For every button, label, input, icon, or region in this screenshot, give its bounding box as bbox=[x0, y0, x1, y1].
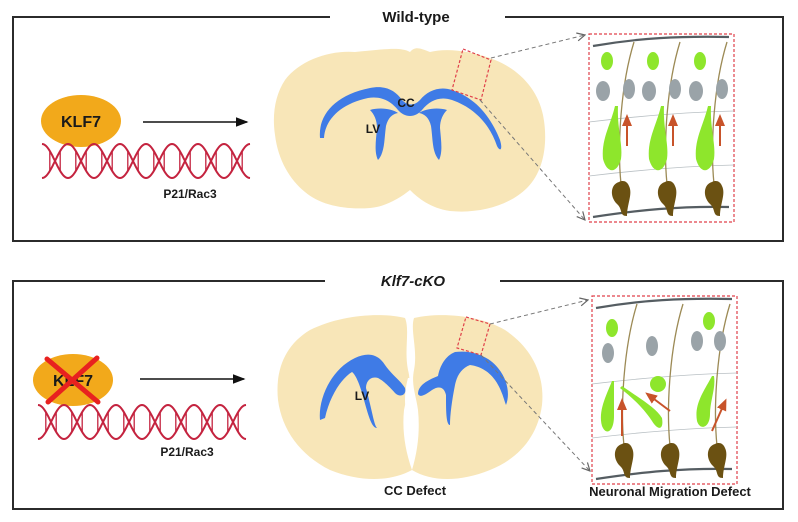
neuron-cell bbox=[703, 312, 715, 330]
cortex-inset-wild-type bbox=[588, 33, 735, 223]
brain-hemisphere-right bbox=[412, 315, 543, 479]
label-cc: CC bbox=[397, 96, 415, 110]
gray-cell bbox=[646, 336, 658, 356]
projection-line-bottom bbox=[480, 354, 590, 471]
panel-klf7-cko: Klf7-cKO KLF7 P21/Rac3 LV CC Defect Neur… bbox=[12, 273, 784, 510]
gray-cell bbox=[596, 81, 610, 101]
label-lv: LV bbox=[355, 389, 369, 403]
gray-cell bbox=[623, 79, 635, 99]
klf7-protein bbox=[41, 95, 121, 147]
layer-boundary bbox=[591, 426, 738, 439]
radial-fiber bbox=[667, 303, 684, 447]
cortex-inset-klf7-cko bbox=[591, 295, 738, 485]
panel-title: Wild-type bbox=[382, 9, 449, 26]
panel-frame bbox=[12, 16, 784, 242]
migrating-neuron bbox=[602, 106, 622, 171]
pial-surface bbox=[592, 35, 730, 48]
dna-strand bbox=[41, 142, 251, 180]
gray-cell bbox=[691, 331, 703, 351]
brain-outline bbox=[273, 48, 546, 212]
panel-frame bbox=[12, 280, 784, 510]
radial-glia-cell bbox=[611, 181, 631, 216]
projection-line-bottom bbox=[479, 99, 585, 220]
gray-cell bbox=[642, 81, 656, 101]
neuron-cell bbox=[606, 319, 618, 337]
migrating-neuron bbox=[696, 376, 715, 427]
gray-cell bbox=[602, 343, 614, 363]
dna-strand bbox=[37, 403, 247, 441]
zoom-region-box bbox=[451, 48, 492, 101]
gene-label: P21/Rac3 bbox=[160, 445, 214, 459]
lateral-ventricle-right bbox=[419, 108, 447, 160]
gray-cell bbox=[669, 79, 681, 99]
radial-glia-cell bbox=[614, 443, 634, 478]
pial-surface bbox=[595, 297, 733, 310]
neuron-cell bbox=[647, 52, 659, 70]
layer-boundary bbox=[588, 164, 735, 177]
brain-hemisphere-left bbox=[277, 315, 412, 479]
lateral-ventricle-left bbox=[319, 354, 406, 428]
radial-fiber bbox=[714, 303, 731, 447]
dna-strand bbox=[41, 142, 251, 180]
gene-label: P21/Rac3 bbox=[163, 187, 217, 201]
gray-cell bbox=[689, 81, 703, 101]
migrating-neuron bbox=[695, 106, 715, 171]
deletion-cross-icon bbox=[44, 355, 101, 405]
radial-glia-cell bbox=[657, 181, 677, 216]
white-gap bbox=[405, 378, 412, 420]
gray-cell bbox=[716, 79, 728, 99]
lateral-ventricle-left bbox=[370, 108, 398, 160]
inset-caption: Neuronal Migration Defect bbox=[589, 484, 751, 499]
radial-fiber bbox=[618, 41, 635, 185]
radial-fiber bbox=[664, 41, 681, 185]
panel-wild-type: Wild-type KLF7 P21/Rac3 CC LV bbox=[12, 9, 784, 242]
radial-glia-cell bbox=[660, 443, 680, 478]
migrating-neuron bbox=[648, 106, 668, 171]
migration-arrow bbox=[645, 392, 671, 412]
brain-caption: CC Defect bbox=[384, 483, 447, 498]
dna-strand bbox=[37, 403, 247, 441]
radial-fiber bbox=[711, 41, 728, 185]
label-lv: LV bbox=[366, 122, 380, 136]
brain-section-klf7-cko: LV CC Defect bbox=[277, 315, 543, 498]
neuron-cell bbox=[650, 376, 666, 392]
panel-title: Klf7-cKO bbox=[381, 273, 446, 290]
gray-cell bbox=[714, 331, 726, 351]
protein-label: KLF7 bbox=[61, 114, 101, 131]
migrating-neuron bbox=[620, 386, 663, 428]
neuron-cell bbox=[694, 52, 706, 70]
migration-arrow bbox=[711, 398, 727, 432]
projection-line-top bbox=[490, 35, 585, 59]
radial-glia-cell bbox=[704, 181, 724, 216]
radial-glia-cell bbox=[707, 443, 727, 478]
brain-section-wild-type: CC LV bbox=[273, 48, 546, 212]
layer-boundary bbox=[591, 372, 738, 385]
migrating-neuron bbox=[600, 381, 614, 432]
dna-helix bbox=[37, 403, 247, 441]
lateral-ventricle-right bbox=[418, 351, 508, 425]
dna-helix bbox=[41, 142, 251, 180]
projection-line-top bbox=[489, 300, 588, 325]
neuron-cell bbox=[601, 52, 613, 70]
